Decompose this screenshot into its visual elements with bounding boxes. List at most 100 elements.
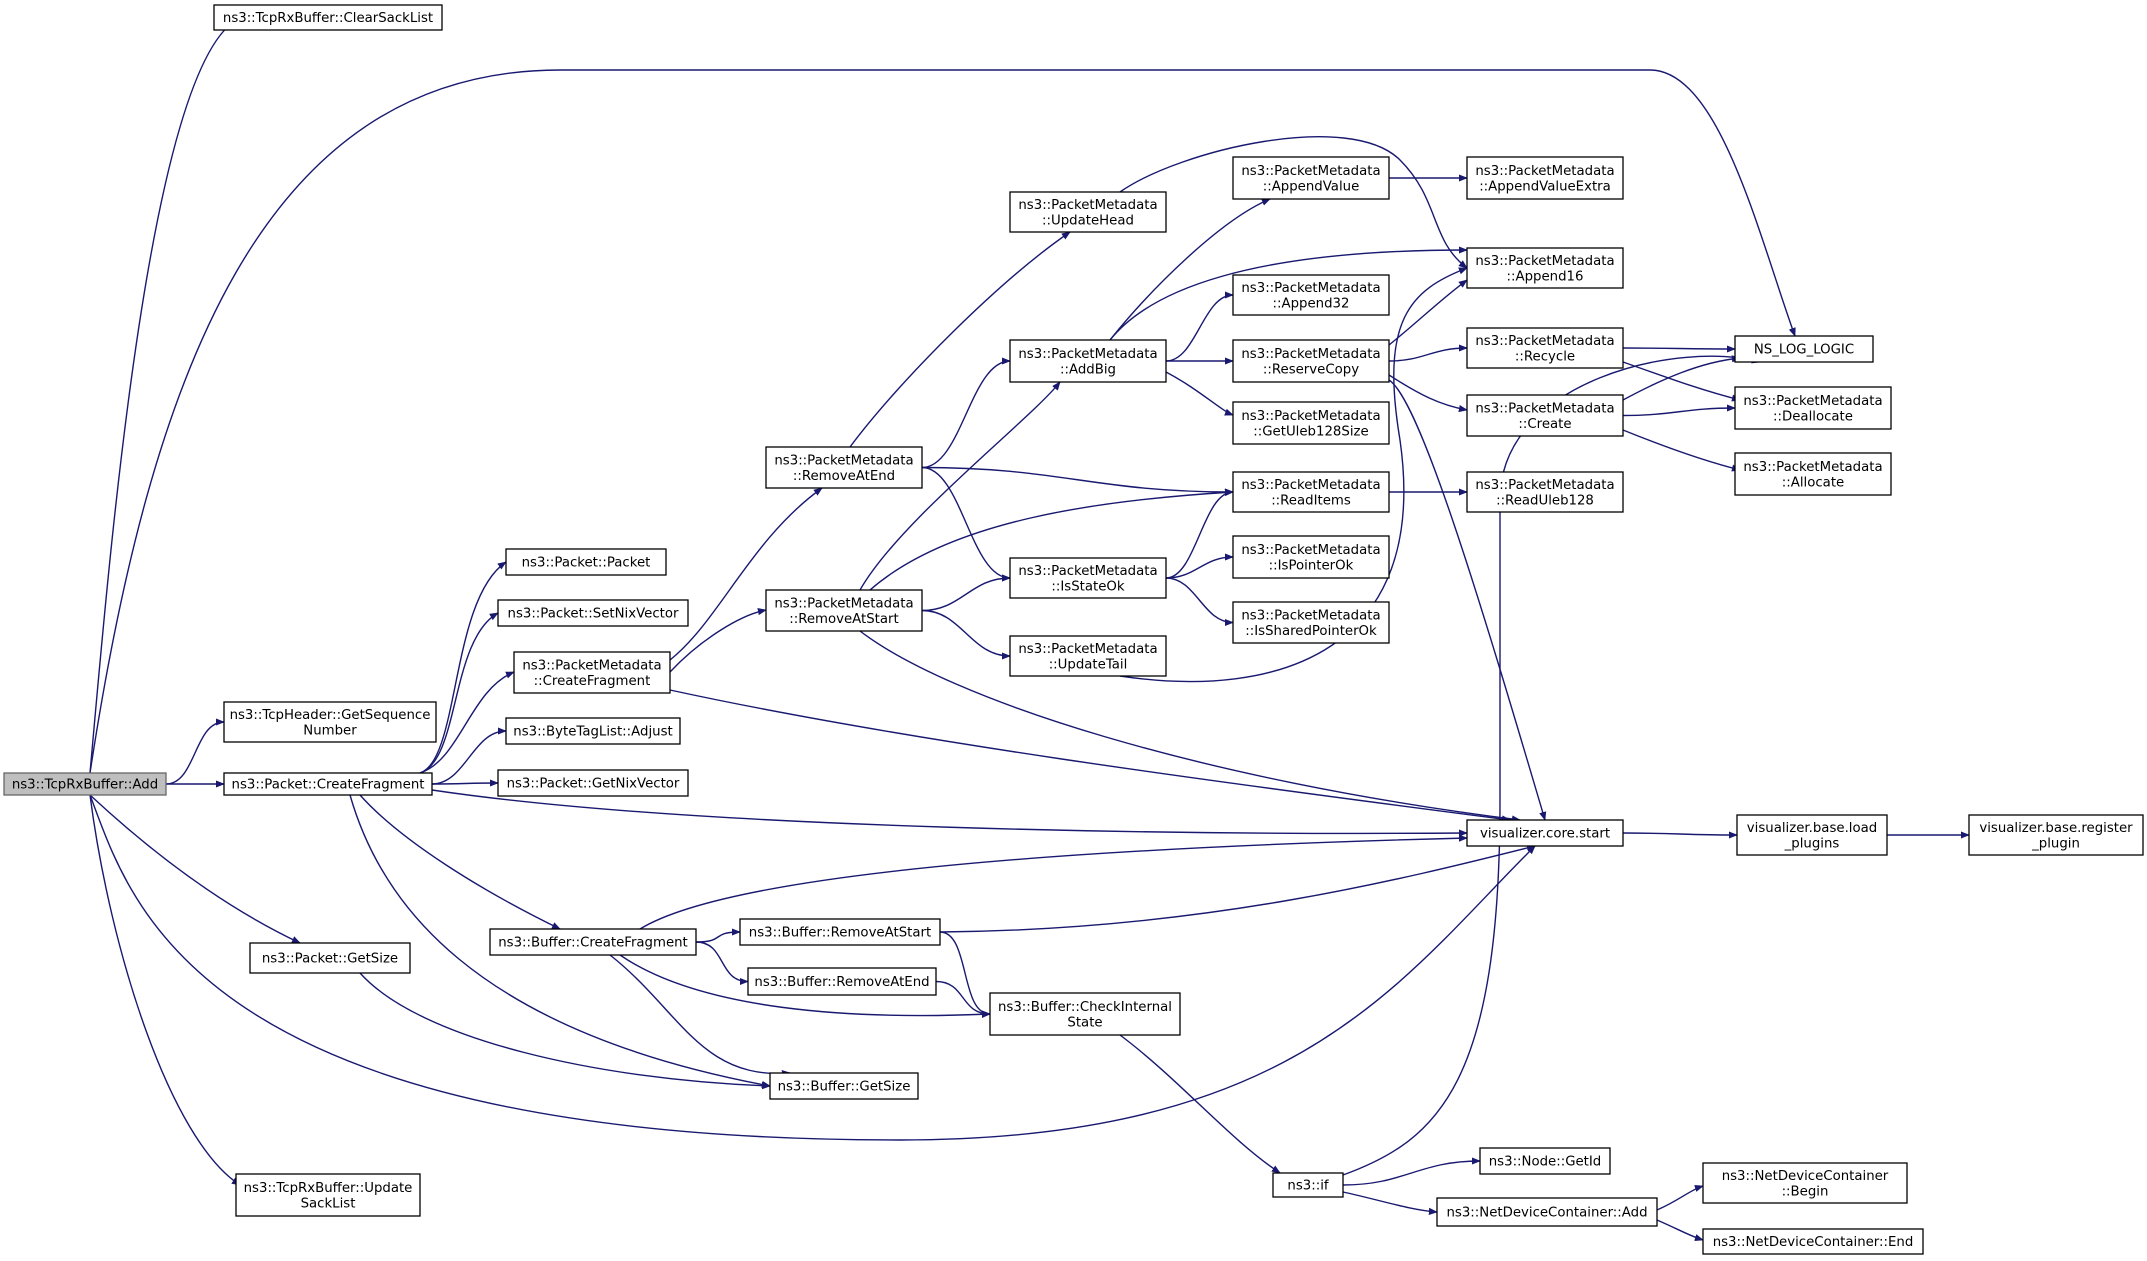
node-pmIsStateOk[interactable]: ns3::PacketMetadata::IsStateOk xyxy=(1009,557,1167,599)
node-pmAppend16[interactable]: ns3::PacketMetadata::Append16 xyxy=(1466,247,1624,289)
node-pmRecycle[interactable]: ns3::PacketMetadata::Recycle xyxy=(1466,327,1624,369)
node-box xyxy=(235,1173,421,1217)
node-pmCreateFrag[interactable]: ns3::PacketMetadata::CreateFragment xyxy=(513,651,671,694)
node-vizRegister[interactable]: visualizer.base.register_plugin xyxy=(1968,814,2144,856)
node-label: ns3::TcpRxBuffer::Add xyxy=(12,778,158,793)
node-box xyxy=(1232,471,1390,513)
edge-pmReserveCopy-to-pmCreate xyxy=(1388,374,1468,413)
node-box xyxy=(1466,247,1624,289)
node-ndcBegin[interactable]: ns3::NetDeviceContainer::Begin xyxy=(1702,1162,1908,1204)
edge-pmUpdateTail-to-pmAppend16 xyxy=(1119,267,1468,683)
node-label: ns3::PacketMetadata xyxy=(1241,164,1380,179)
node-label: State xyxy=(1067,1015,1102,1030)
node-vizLoad[interactable]: visualizer.base.load_plugins xyxy=(1736,814,1888,856)
node-pmAppendValue[interactable]: ns3::PacketMetadata::AppendValue xyxy=(1232,156,1390,200)
edge-root-to-clearSack xyxy=(89,17,241,774)
node-pktGetSize[interactable]: ns3::Packet::GetSize xyxy=(249,942,411,974)
edge-pmRecycle-to-nsLogLogic xyxy=(1622,345,1736,353)
node-pmDealloc[interactable]: ns3::PacketMetadata::Deallocate xyxy=(1734,386,1892,430)
node-bufRemoveAtEnd[interactable]: ns3::Buffer::RemoveAtEnd xyxy=(747,967,937,996)
node-label: _plugins xyxy=(1784,836,1840,851)
node-nsLogLogic[interactable]: NS_LOG_LOGIC xyxy=(1734,335,1874,363)
edge-pmIsStateOk-to-pmReadItems xyxy=(1165,488,1234,579)
edge-pmCreateFrag-to-pmRemoveAtEnd xyxy=(669,487,823,661)
node-box xyxy=(1466,156,1624,200)
node-pktCreateFrag[interactable]: ns3::Packet::CreateFragment xyxy=(223,772,433,796)
edge-pktGetSize-to-bufGetSize xyxy=(359,972,771,1090)
node-getNix[interactable]: ns3::Packet::GetNixVector xyxy=(497,769,689,797)
node-box xyxy=(1009,339,1167,383)
node-label: ns3::PacketMetadata xyxy=(774,453,913,468)
node-clearSack[interactable]: ns3::TcpRxBuffer::ClearSackList xyxy=(213,4,443,31)
node-label: ::IsStateOk xyxy=(1051,579,1124,594)
node-pmAlloc[interactable]: ns3::PacketMetadata::Allocate xyxy=(1734,452,1892,496)
node-label: ns3::PacketMetadata xyxy=(522,658,661,673)
node-pmAppendValueExtra[interactable]: ns3::PacketMetadata::AppendValueExtra xyxy=(1466,156,1624,200)
node-ns3if[interactable]: ns3::if xyxy=(1272,1172,1344,1198)
node-pmRemoveAtEnd[interactable]: ns3::PacketMetadata::RemoveAtEnd xyxy=(765,446,923,489)
node-root[interactable]: ns3::TcpRxBuffer::Add xyxy=(3,772,167,796)
edge-bufCreateFrag-to-bufCheck xyxy=(619,954,991,1018)
node-box xyxy=(747,967,937,996)
node-pktPacket[interactable]: ns3::Packet::Packet xyxy=(505,548,667,576)
node-box xyxy=(513,651,671,694)
edge-pmIsStateOk-to-pmIsShared xyxy=(1165,577,1234,627)
node-bufGetSize[interactable]: ns3::Buffer::GetSize xyxy=(769,1072,919,1100)
node-label: ::AddBig xyxy=(1060,362,1116,377)
edge-bufCreateFrag-to-bufRemoveAtEnd xyxy=(695,941,749,986)
edge-pmReserveCopy-to-vizStart xyxy=(1388,379,1547,821)
edge-pmRemoveAtStart-to-pmIsStateOk xyxy=(921,574,1011,612)
node-pmGetUleb[interactable]: ns3::PacketMetadata::GetUleb128Size xyxy=(1232,401,1390,445)
node-box xyxy=(3,772,167,796)
node-vizStart[interactable]: visualizer.core.start xyxy=(1466,819,1624,847)
node-pmReserveCopy[interactable]: ns3::PacketMetadata::ReserveCopy xyxy=(1232,339,1390,383)
node-box xyxy=(1232,535,1390,579)
node-label: ns3::TcpRxBuffer::ClearSackList xyxy=(223,11,433,26)
edge-pmCreateFrag-to-pmRemoveAtStart xyxy=(669,607,767,673)
node-bufRemoveAtStart[interactable]: ns3::Buffer::RemoveAtStart xyxy=(739,918,941,946)
node-box xyxy=(1734,452,1892,496)
node-ndcEnd[interactable]: ns3::NetDeviceContainer::End xyxy=(1702,1228,1924,1255)
node-nodeGetId[interactable]: ns3::Node::GetId xyxy=(1479,1147,1611,1175)
edge-pktCreateFrag-to-btlAdjust xyxy=(431,727,507,785)
node-pmIsShared[interactable]: ns3::PacketMetadata::IsSharedPointerOk xyxy=(1232,601,1390,644)
node-label: ns3::PacketMetadata xyxy=(1743,394,1882,409)
node-ndcAdd[interactable]: ns3::NetDeviceContainer::Add xyxy=(1436,1197,1658,1227)
edge-pmRecycle-to-pmDealloc xyxy=(1622,361,1741,402)
node-pmReadItems[interactable]: ns3::PacketMetadata::ReadItems xyxy=(1232,471,1390,513)
node-box xyxy=(1232,274,1390,316)
node-label: ns3::PacketMetadata xyxy=(1241,281,1380,296)
node-label: _plugin xyxy=(2031,836,2080,851)
node-btlAdjust[interactable]: ns3::ByteTagList::Adjust xyxy=(505,717,681,745)
node-label: ns3::NetDeviceContainer xyxy=(1722,1169,1889,1184)
edge-pmReserveCopy-to-pmRecycle xyxy=(1388,344,1468,362)
node-pmIsPointerOk[interactable]: ns3::PacketMetadata::IsPointerOk xyxy=(1232,535,1390,579)
node-pmAddBig[interactable]: ns3::PacketMetadata::AddBig xyxy=(1009,339,1167,383)
node-bufCreateFrag[interactable]: ns3::Buffer::CreateFragment xyxy=(489,928,697,956)
edge-root-to-vizStart xyxy=(89,794,1536,1141)
node-label: ns3::PacketMetadata xyxy=(774,596,913,611)
node-label: ns3::TcpRxBuffer::Update xyxy=(244,1181,413,1196)
node-pmUpdateTail[interactable]: ns3::PacketMetadata::UpdateTail xyxy=(1009,635,1167,677)
node-setNix[interactable]: ns3::Packet::SetNixVector xyxy=(497,599,689,627)
edge-bufCheck-to-ns3if xyxy=(1119,1034,1281,1174)
node-label: ns3::PacketMetadata xyxy=(1018,347,1157,362)
node-label: ns3::PacketMetadata xyxy=(1018,198,1157,213)
node-box xyxy=(765,589,923,632)
node-pmCreate[interactable]: ns3::PacketMetadata::Create xyxy=(1466,394,1624,437)
node-layer: ns3::TcpRxBuffer::Add ns3::TcpRxBuffer::C… xyxy=(3,4,2144,1255)
node-label: ns3::if xyxy=(1287,1179,1328,1194)
node-label: ns3::PacketMetadata xyxy=(1475,478,1614,493)
node-pmAppend32[interactable]: ns3::PacketMetadata::Append32 xyxy=(1232,274,1390,316)
node-pmUpdateHead[interactable]: ns3::PacketMetadata::UpdateHead xyxy=(1009,191,1167,233)
node-label: ns3::PacketMetadata xyxy=(1475,334,1614,349)
node-label: Number xyxy=(303,723,357,738)
edge-bufRemoveAtStart-to-vizStart xyxy=(939,844,1536,933)
node-pmRemoveAtStart[interactable]: ns3::PacketMetadata::RemoveAtStart xyxy=(765,589,923,632)
node-pmReadUleb[interactable]: ns3::PacketMetadata::ReadUleb128 xyxy=(1466,471,1624,513)
node-label: ns3::PacketMetadata xyxy=(1241,543,1380,558)
node-box xyxy=(1009,635,1167,677)
